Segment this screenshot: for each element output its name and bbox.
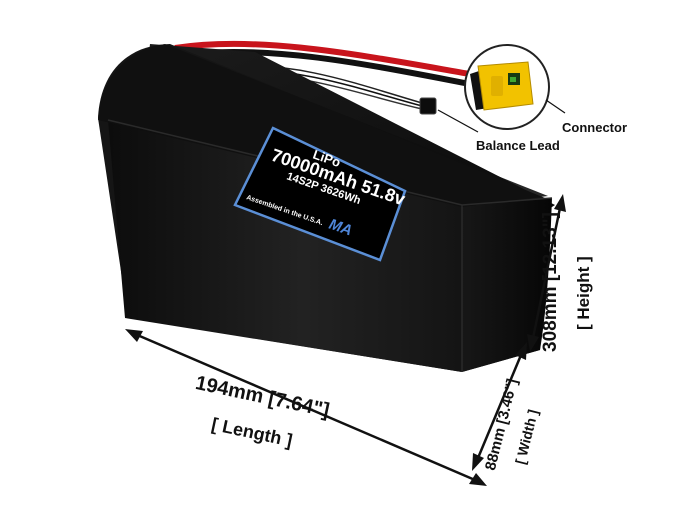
balance-lead-callout: Balance Lead [476,138,560,153]
height-arrow [527,194,566,352]
height-dimension: 308mm [12.13"] [540,212,561,352]
length-arrow [125,329,487,486]
height-label: [ Height ] [574,256,593,330]
connector-magnifier [464,44,550,130]
width-arrow [472,342,527,471]
callout-leaders [437,99,566,133]
balance-lead-plug [419,97,437,115]
battery-label: LiPo 70000mAh 51.8v 14S2P 3626Wh Assembl… [233,126,408,262]
connector-callout: Connector [562,120,627,135]
brand-logo: MA [327,216,355,240]
